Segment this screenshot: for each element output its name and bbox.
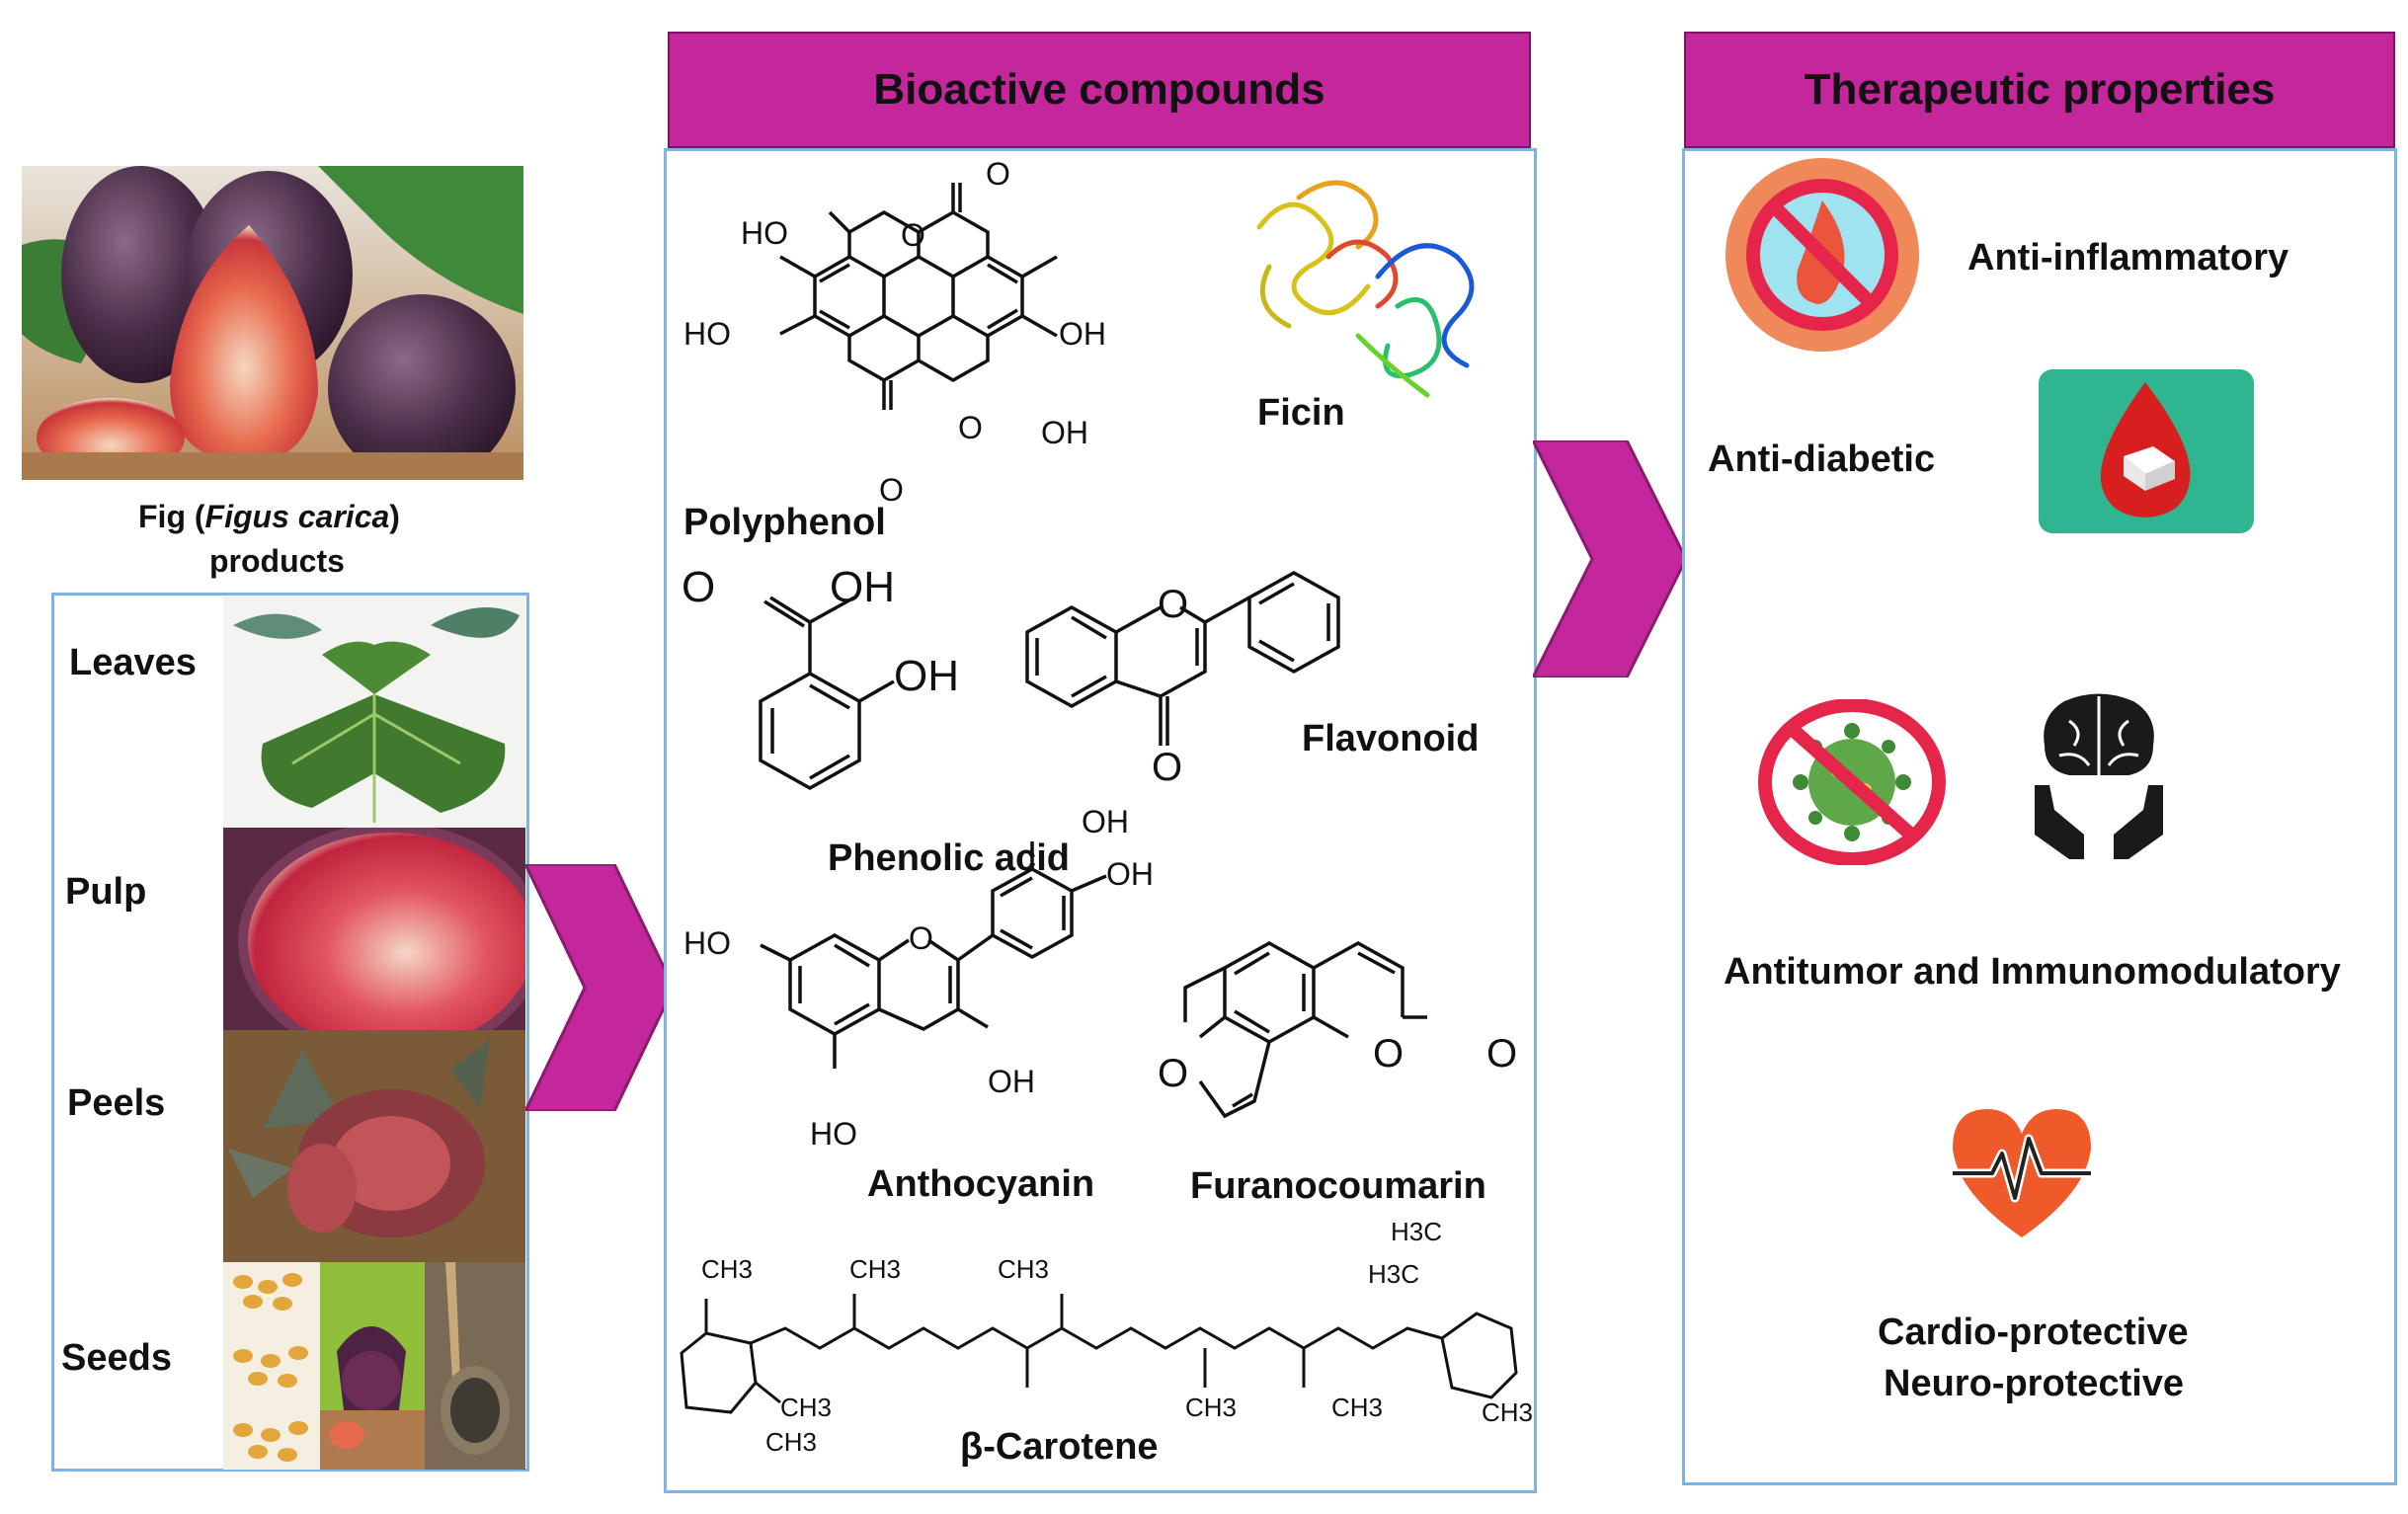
bioactive-title: Bioactive compounds <box>873 65 1325 114</box>
carotene-atom-ch3-4: CH3 <box>780 1393 833 1422</box>
chevron-arrow-right <box>1533 440 1686 677</box>
no-virus-icon <box>1758 699 1946 865</box>
part-label-leaves: Leaves <box>69 642 197 683</box>
no-fire-icon <box>1726 158 1919 352</box>
part-label-peels: Peels <box>67 1082 166 1124</box>
anti-diabetic-label: Anti-diabetic <box>1708 438 1936 480</box>
part-label-pulp: Pulp <box>65 871 147 913</box>
carotene-label: β-Carotene <box>960 1426 1159 1468</box>
fig-caption: Fig (Figus carica) <box>138 499 400 535</box>
ficin-protein-image <box>1240 168 1506 420</box>
flavonoid-atom-o-carbonyl: O <box>1152 746 1183 789</box>
ficin-label: Ficin <box>1257 392 1345 434</box>
fig-caption-line2: products <box>209 543 345 579</box>
polyphenol-atom-o-top: O <box>986 156 1010 192</box>
anthocyanin-structure: HO O OH OH OH HO <box>683 802 1205 1162</box>
polyphenol-atom-ho-2: HO <box>683 316 731 352</box>
phenolic-atom-o: O <box>682 563 716 611</box>
phenolic-acid-structure: O OH OH <box>682 563 959 864</box>
carotene-structure: CH3 CH3 CH3 CH3 CH3 CH3 CH3 CH3 H3C H3C <box>672 1215 1534 1476</box>
flavonoid-atom-o-ring: O <box>1158 583 1189 626</box>
caption-suffix: ) <box>389 499 400 534</box>
furanocoumarin-atom-o-furan: O <box>1158 1052 1189 1095</box>
blood-drop-sugar-icon <box>2039 369 2254 533</box>
anthocyanin-atom-oh-top: OH <box>1082 804 1129 839</box>
phenolic-atom-oh-2: OH <box>894 652 959 700</box>
polyphenol-label: Polyphenol <box>683 502 886 543</box>
furanocoumarin-label: Furanocoumarin <box>1190 1165 1486 1207</box>
peels-photo <box>223 1030 525 1262</box>
anthocyanin-atom-oh-right: OH <box>1106 856 1154 892</box>
polyphenol-atom-o-ring1: O <box>901 217 925 253</box>
anthocyanin-atom-o-ring: O <box>909 920 933 956</box>
heartbeat-icon <box>1953 1109 2091 1237</box>
brain-hands-icon <box>2035 693 2163 859</box>
polyphenol-atom-ho-1: HO <box>741 215 788 251</box>
carotene-atom-ch3-3: CH3 <box>998 1254 1050 1284</box>
anthocyanin-label: Anthocyanin <box>867 1163 1095 1205</box>
therapeutic-header: Therapeutic properties <box>1684 32 2395 148</box>
part-label-seeds: Seeds <box>61 1337 172 1379</box>
chevron-arrow-left <box>525 864 674 1111</box>
furanocoumarin-atom-o-carbonyl: O <box>1486 1032 1518 1076</box>
anthocyanin-atom-ho-1: HO <box>683 925 731 961</box>
carotene-atom-ch3-1: CH3 <box>701 1254 754 1284</box>
carotene-atom-h3c-1: H3C <box>1391 1217 1443 1246</box>
caption-species: Figus carica <box>204 499 390 534</box>
pulp-photo <box>223 828 525 1030</box>
anthocyanin-atom-oh-bottom: OH <box>988 1064 1035 1099</box>
leaves-photo <box>223 596 525 828</box>
flavonoid-label: Flavonoid <box>1302 718 1480 759</box>
carotene-atom-ch3-8: CH3 <box>1482 1397 1534 1427</box>
anthocyanin-atom-ho-2: HO <box>810 1116 857 1152</box>
caption-prefix: Fig ( <box>138 499 205 534</box>
carotene-atom-ch3-7: CH3 <box>1331 1393 1384 1422</box>
carotene-atom-h3c-2: H3C <box>1368 1259 1420 1289</box>
neuro-protective-label: Neuro-protective <box>1884 1363 2185 1404</box>
phenolic-atom-oh-1: OH <box>830 563 895 611</box>
furanocoumarin-atom-o-ring: O <box>1373 1032 1405 1076</box>
furanocoumarin-structure: O O O <box>1146 918 1541 1170</box>
carotene-atom-ch3-5: CH3 <box>765 1427 818 1457</box>
polyphenol-atom-oh-1: OH <box>1059 316 1106 352</box>
seeds-photo <box>223 1262 525 1470</box>
flavonoid-structure: O O <box>1007 454 1521 815</box>
polyphenol-atom-oh-2: OH <box>1041 415 1088 450</box>
bioactive-header: Bioactive compounds <box>668 32 1531 148</box>
polyphenol-structure: HO HO O O OH O O OH <box>672 156 1225 518</box>
polyphenol-atom-o-bottom: O <box>879 472 904 508</box>
polyphenol-atom-o-ring2: O <box>958 410 983 445</box>
carotene-atom-ch3-2: CH3 <box>849 1254 902 1284</box>
cardio-protective-label: Cardio-protective <box>1878 1312 2189 1353</box>
carotene-atom-ch3-6: CH3 <box>1185 1393 1238 1422</box>
antitumor-label: Antitumor and Immunomodulatory <box>1724 951 2341 993</box>
anti-inflammatory-label: Anti-inflammatory <box>1967 237 2289 279</box>
therapeutic-title: Therapeutic properties <box>1804 65 2276 114</box>
fig-fruit-photo <box>22 166 523 480</box>
